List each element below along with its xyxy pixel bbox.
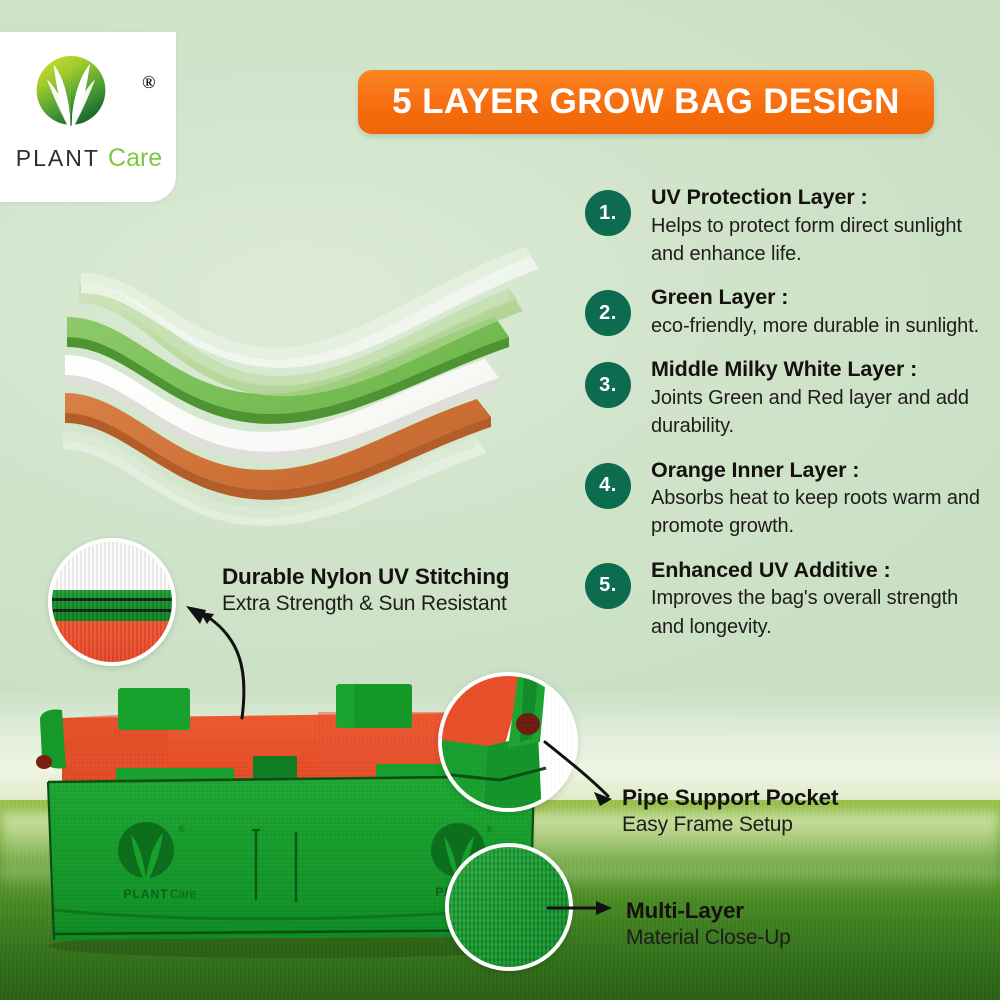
svg-text:®: ® bbox=[486, 824, 493, 834]
feature-item-enhanced-uv-additive: 5. Enhanced UV Additive : Improves the b… bbox=[585, 557, 985, 641]
callout-heading: Durable Nylon UV Stitching bbox=[222, 564, 510, 589]
svg-text:®: ® bbox=[178, 824, 185, 834]
layer-uv-protection bbox=[81, 247, 539, 368]
feature-body: Joints Green and Red layer and add durab… bbox=[651, 386, 969, 438]
feature-number-badge: 4. bbox=[585, 462, 631, 509]
bag-printed-logo: PLANT Care ® bbox=[118, 822, 196, 901]
stitch-green-band bbox=[52, 590, 172, 622]
callout-heading: Pipe Support Pocket bbox=[622, 785, 839, 810]
leaf-circle-logo-icon bbox=[36, 56, 106, 126]
feature-heading: Green Layer : bbox=[651, 285, 789, 310]
callout-pipe-support-pocket: Pipe Support Pocket Easy Frame Setup bbox=[622, 784, 952, 839]
feature-number-badge: 2. bbox=[585, 290, 631, 337]
fabric-weave-texture bbox=[449, 847, 569, 967]
layer-milky-white bbox=[65, 355, 499, 462]
feature-heading: UV Protection Layer : bbox=[651, 185, 868, 209]
feature-item-green-layer: 2. Green Layer : eco-friendly, more dura… bbox=[585, 284, 985, 340]
page-title: 5 LAYER GROW BAG DESIGN bbox=[392, 82, 900, 121]
layer-green-translucent bbox=[79, 283, 523, 397]
callout-heading: Multi-Layer bbox=[626, 898, 744, 923]
callout-multi-layer: Multi-Layer Material Close-Up bbox=[626, 897, 956, 952]
feature-item-orange-inner-layer: 4. Orange Inner Layer : Absorbs heat to … bbox=[585, 457, 985, 541]
stitching-close-up-circle bbox=[48, 538, 176, 666]
title-banner: 5 LAYER GROW BAG DESIGN bbox=[358, 70, 934, 134]
feature-body: Absorbs heat to keep roots warm and prom… bbox=[651, 487, 980, 538]
feature-body: eco-friendly, more durable in sunlight. bbox=[651, 314, 980, 337]
stitch-backdrop-white bbox=[52, 542, 172, 595]
pipe-opening bbox=[36, 755, 52, 769]
pipe-pocket-close-up-circle bbox=[438, 672, 578, 812]
logo-registered-mark: ® bbox=[142, 72, 156, 92]
callout-subheading: Easy Frame Setup bbox=[622, 813, 793, 837]
brand-logo-card: ® PLANT Care bbox=[0, 32, 176, 202]
layer-uv-additive bbox=[63, 431, 487, 526]
callout-subheading: Material Close-Up bbox=[626, 926, 791, 950]
svg-text:PLANT: PLANT bbox=[124, 887, 169, 901]
multi-layer-close-up-circle bbox=[445, 843, 573, 971]
stitch-orange-fabric bbox=[52, 621, 172, 662]
feature-body: Improves the bag's overall strength and … bbox=[651, 587, 959, 638]
layer-orange-inner bbox=[65, 393, 491, 500]
logo-wordmark-primary: PLANT bbox=[15, 145, 100, 171]
feature-number-badge: 3. bbox=[585, 362, 631, 409]
feature-heading: Middle Milky White Layer : bbox=[651, 357, 918, 382]
svg-text:Care: Care bbox=[170, 887, 196, 901]
layer-stack-illustration bbox=[63, 247, 539, 526]
callout-subheading: Extra Strength & Sun Resistant bbox=[222, 592, 507, 616]
logo-wordmark: PLANT Care bbox=[14, 144, 164, 173]
feature-number-badge: 5. bbox=[585, 562, 631, 609]
pipe-pocket-tab bbox=[118, 688, 190, 730]
callout-stitching: Durable Nylon UV Stitching Extra Strengt… bbox=[222, 563, 562, 618]
feature-list: 1. UV Protection Layer : Helps to protec… bbox=[585, 184, 985, 657]
stitch-weave-texture bbox=[52, 542, 172, 662]
feature-heading: Enhanced UV Additive : bbox=[651, 557, 891, 582]
feature-item-uv-protection: 1. UV Protection Layer : Helps to protec… bbox=[585, 184, 985, 268]
pipe-pocket-tube bbox=[40, 709, 66, 769]
feature-body: Helps to protect form direct sunlight an… bbox=[651, 214, 962, 265]
logo-wordmark-secondary: Care bbox=[108, 144, 163, 172]
feature-item-milky-white-layer: 3. Middle Milky White Layer : Joints Gre… bbox=[585, 356, 985, 440]
feature-number-badge: 1. bbox=[585, 190, 631, 236]
feature-heading: Orange Inner Layer : bbox=[651, 457, 860, 482]
